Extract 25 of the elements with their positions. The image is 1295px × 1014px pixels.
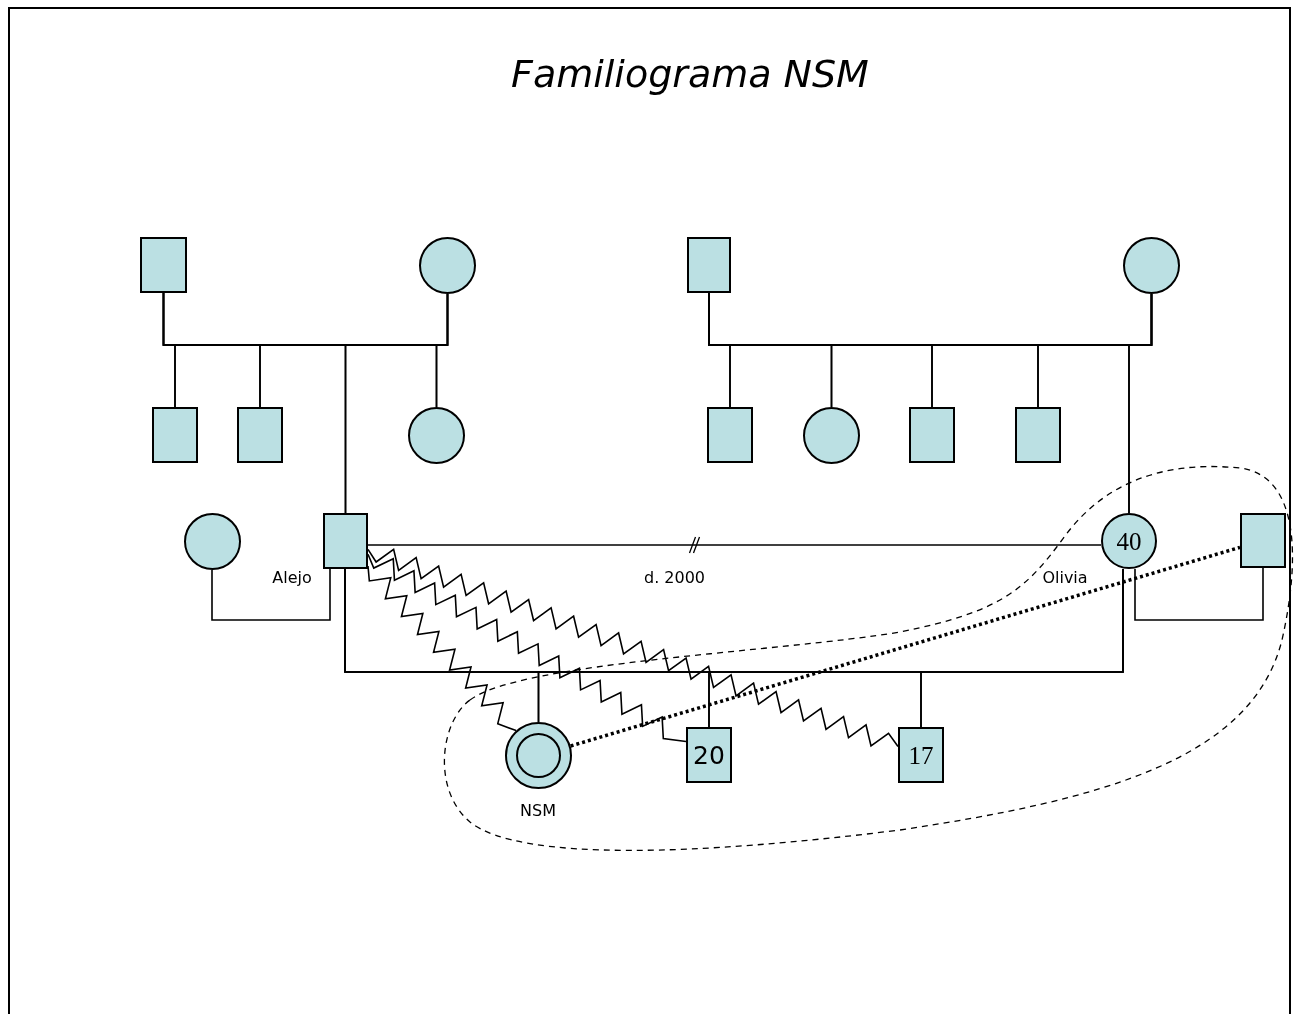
family-line	[367, 544, 1102, 546]
family-line	[1134, 567, 1264, 621]
male-square	[323, 513, 368, 569]
family-line	[1128, 293, 1153, 514]
male-square	[687, 237, 731, 293]
male-square	[237, 407, 283, 463]
title: Familiograma NSM	[510, 51, 870, 98]
male-square	[140, 237, 187, 293]
male-square	[1015, 407, 1061, 463]
male-square	[898, 727, 944, 783]
male-square	[909, 407, 955, 463]
person-name: Olivia	[1041, 567, 1089, 589]
conflict-zigzag-line	[367, 547, 899, 748]
age-number: 17	[908, 742, 934, 768]
family-line	[211, 568, 331, 621]
person-name: NSM	[519, 800, 557, 822]
age-number: 20	[693, 742, 725, 768]
male-square	[707, 407, 753, 463]
family-line	[920, 568, 1124, 728]
male-square	[152, 407, 198, 463]
person-name: Alejo	[271, 567, 313, 589]
male-square	[1240, 513, 1286, 568]
family-line	[435, 293, 449, 408]
male-square	[686, 727, 732, 783]
age-number: 40	[1116, 528, 1142, 554]
